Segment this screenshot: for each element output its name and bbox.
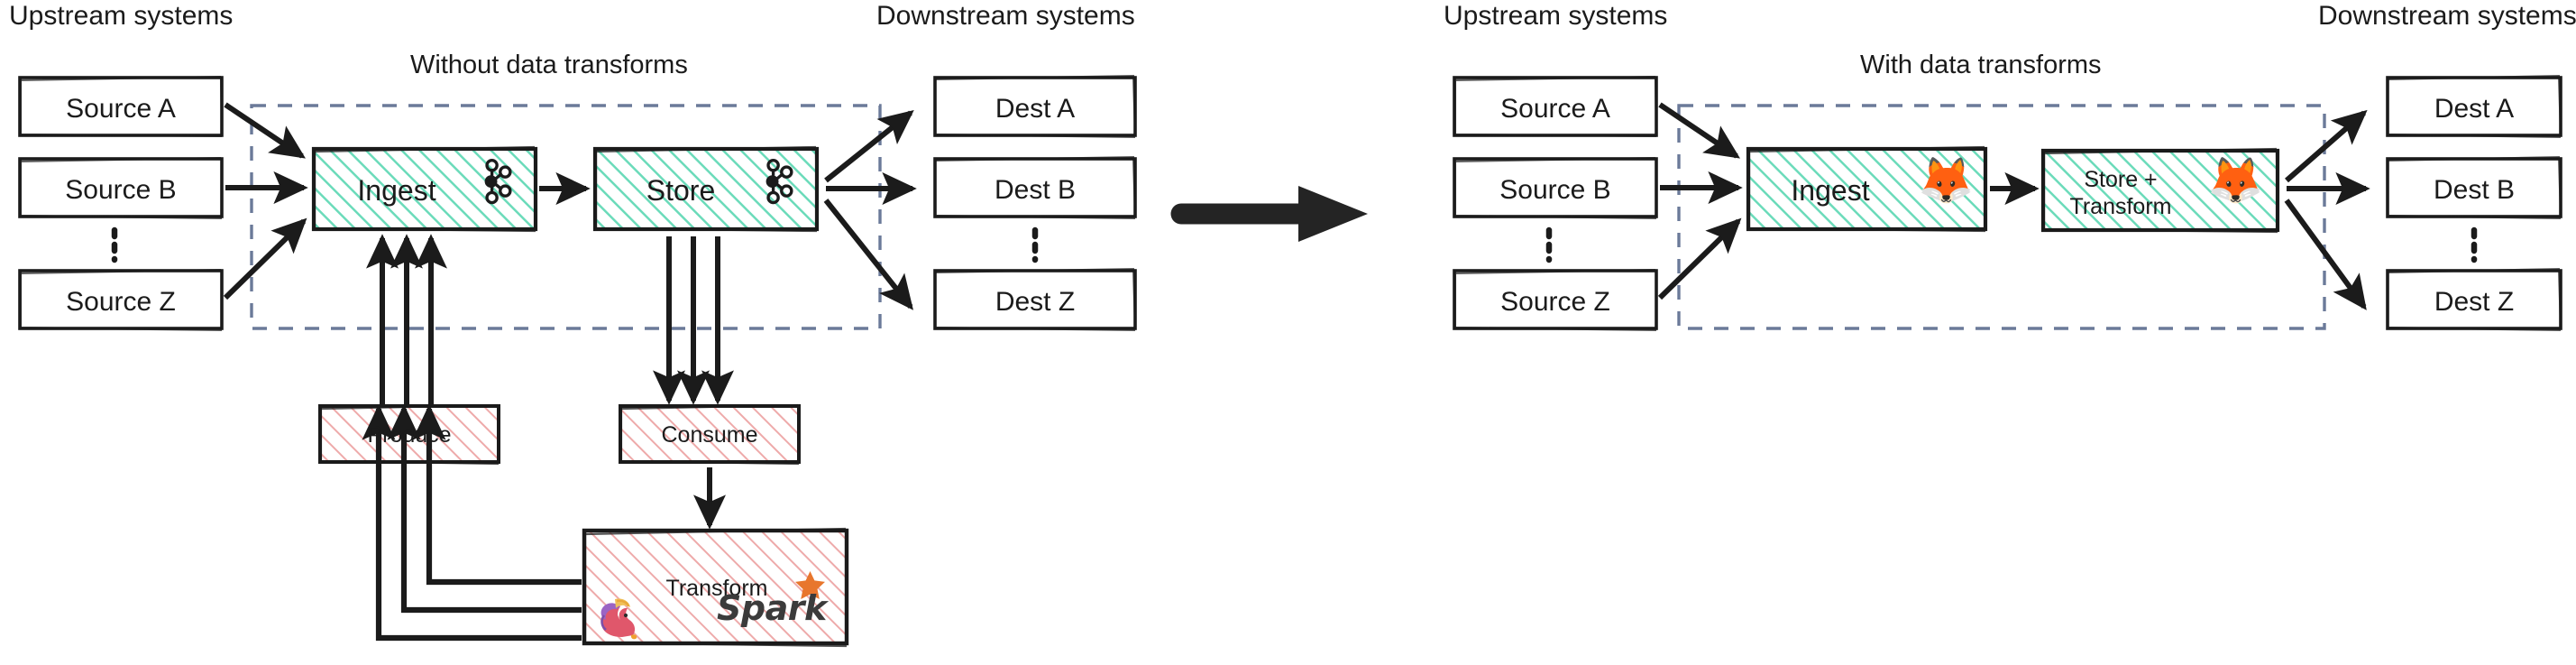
left-store-to-consume-arrows: [653, 236, 735, 405]
right-dest-b-box: [2386, 155, 2562, 220]
right-ingest-box: [1746, 145, 1988, 233]
left-source-a-box: [18, 75, 224, 138]
left-source-arrows: [223, 102, 308, 300]
right-source-b-box: [1453, 156, 1658, 220]
left-pipeline-boundary: [250, 104, 882, 330]
left-source-b-box: [18, 156, 224, 220]
left-produce-box: [318, 403, 500, 466]
right-source-arrows: [1657, 102, 1743, 300]
left-consume-box: [619, 403, 801, 466]
flink-icon: [600, 598, 637, 640]
spark-icon: [795, 571, 825, 599]
left-ingest-box: [311, 145, 538, 233]
right-arrow-icon: [1170, 186, 1368, 242]
left-dest-b-box: [933, 155, 1137, 220]
kafka-icon: [484, 159, 512, 205]
left-source-z-box: [18, 268, 224, 332]
left-produce-to-ingest-arrows: [365, 234, 447, 404]
kafka-icon: [765, 159, 793, 205]
right-pipeline-boundary: [1677, 104, 2326, 330]
left-dest-z-box: [933, 267, 1137, 332]
right-store-transform-box: [2040, 147, 2280, 234]
left-transform-to-produce-arrows: [362, 404, 582, 642]
left-destination-arrows: [823, 110, 917, 310]
right-source-a-box: [1453, 75, 1658, 138]
right-dest-a-box: [2386, 74, 2562, 139]
right-dest-z-box: [2386, 267, 2562, 332]
right-source-z-box: [1453, 268, 1658, 332]
right-destination-arrows: [2284, 109, 2370, 310]
left-store-box: [592, 145, 820, 233]
left-dest-a-box: [933, 74, 1137, 139]
